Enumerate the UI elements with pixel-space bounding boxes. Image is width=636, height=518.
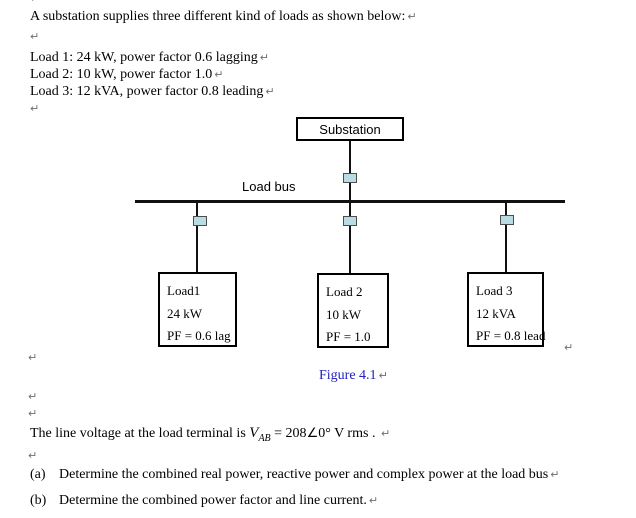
paragraph-mark: ↵: [407, 10, 417, 23]
paragraph-mark: ↵: [28, 449, 38, 462]
load-box-2: Load 2 10 kW PF = 1.0: [317, 273, 389, 348]
load-box-rating: 12 kVA: [476, 305, 516, 321]
load-spec-line-3: Load 3: 12 kVA, power factor 0.8 leading…: [30, 84, 275, 99]
load-box-pf: PF = 1.0: [326, 329, 371, 344]
load-bus-label: Load bus: [242, 179, 296, 194]
angle-symbol: ∠: [306, 426, 319, 441]
load-box-pf: PF = 0.8 lead: [476, 328, 546, 343]
load-spec-text: Load 2: 10 kW, power factor 1.0: [30, 67, 213, 82]
load-spec-text: Load 3: 12 kVA, power factor 0.8 leading: [30, 84, 264, 99]
connector-node-load1: [193, 216, 207, 226]
sentence-period: .: [371, 426, 376, 441]
paragraph-mark: ↵: [28, 407, 38, 420]
load-box-rating: 24 kW: [167, 305, 203, 321]
load-box-title: Load 3: [476, 283, 513, 298]
load-box-rating: 10 kW: [326, 306, 362, 322]
feeder-line-load1: [196, 203, 198, 272]
paragraph-mark: ↵: [214, 68, 224, 81]
equation-unit: V rms: [334, 426, 369, 441]
feeder-line-load2: [349, 203, 351, 273]
equation-value: = 208: [274, 426, 307, 441]
connector-node-substation: [343, 173, 357, 183]
intro-text: A substation supplies three different ki…: [30, 9, 406, 24]
paragraph-mark: ↵: [378, 369, 388, 382]
load-box-3: Load 3 12 kVA PF = 0.8 lead: [467, 272, 546, 347]
load-box-title: Load1: [167, 283, 201, 298]
voltage-prefix: The line voltage at the load terminal is: [30, 426, 246, 441]
paragraph-mark: ↵: [259, 51, 269, 64]
question-b-text: Determine the combined power factor and …: [59, 493, 367, 508]
paragraph-mark: ↵: [550, 468, 560, 481]
connector-node-load3: [500, 215, 514, 225]
paragraph-mark: ↵: [28, 390, 38, 403]
paragraph-mark: ↵: [30, 30, 40, 43]
substation-box: Substation: [296, 117, 404, 141]
equation-variable: V: [249, 425, 259, 441]
paragraph-mark: ↵: [265, 85, 275, 98]
paragraph-mark: ↵: [30, 0, 39, 5]
paragraph-mark: ↵: [30, 102, 40, 115]
paragraph-mark: ↵: [564, 341, 574, 354]
question-b-label: (b): [30, 493, 47, 508]
question-a: (a) Determine the combined real power, re…: [30, 467, 559, 483]
connector-node-load2: [343, 216, 357, 226]
feeder-line-load3: [505, 203, 507, 272]
paragraph-mark: ↵: [28, 351, 38, 364]
paragraph-mark: ↵: [380, 427, 391, 440]
load-spec-line-1: Load 1: 24 kW, power factor 0.6 lagging↵: [30, 50, 269, 65]
load-spec-line-2: Load 2: 10 kW, power factor 1.0↵: [30, 67, 223, 82]
figure-caption-text: Figure 4.1: [319, 368, 377, 383]
equation-subscript: AB: [258, 432, 271, 444]
load-box-pf: PF = 0.6 lag: [167, 328, 231, 343]
substation-feeder-line: [349, 141, 351, 202]
voltage-line: The line voltage at the load terminal is…: [30, 426, 390, 446]
load-spec-text: Load 1: 24 kW, power factor 0.6 lagging: [30, 50, 258, 65]
question-a-label: (a): [30, 467, 46, 482]
question-b: (b) Determine the combined power factor a…: [30, 493, 378, 509]
voltage-equation: VAB = 208∠0° V rms .: [249, 425, 379, 444]
load-box-title: Load 2: [326, 284, 363, 299]
figure-caption: Figure 4.1↵: [319, 368, 388, 384]
load-bus-line: [135, 200, 565, 203]
substation-label: Substation: [319, 121, 381, 137]
question-a-text: Determine the combined real power, react…: [59, 467, 549, 482]
equation-angle-value: 0°: [318, 426, 331, 441]
paragraph-mark: ↵: [368, 494, 379, 507]
intro-line: A substation supplies three different ki…: [30, 9, 417, 24]
load-box-1: Load1 24 kW PF = 0.6 lag: [158, 272, 237, 347]
